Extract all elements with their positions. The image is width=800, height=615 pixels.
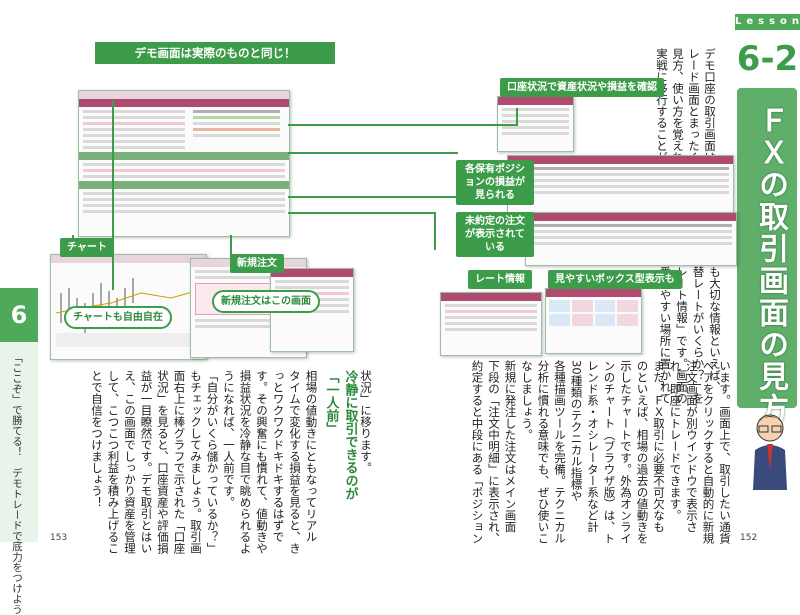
- right-body-line: なしましょう。: [520, 360, 534, 441]
- right-body-line: 下段の「注文中明細」に表示され、: [487, 360, 501, 544]
- position-status-screenshot: [507, 155, 734, 215]
- right-body-line: れ、即座にトレードできます。: [668, 360, 683, 521]
- right-body-line: また、ＦＸ取引に必要不可欠なも: [652, 360, 666, 533]
- callout-account-status: 口座状況で資産状況や損益を確認: [500, 78, 664, 97]
- lesson-number: 6-2: [736, 39, 799, 79]
- left-body-line: 状況」に移ります。: [359, 370, 373, 474]
- businessman-illustration: [753, 414, 787, 490]
- lesson-label: Lesson: [735, 14, 800, 30]
- callout-new-order-screen: 新規注文はこの画面: [212, 290, 320, 313]
- rate-info-screenshot: [440, 292, 542, 356]
- left-body-line: 面右上に棒グラフで示された「口座: [172, 370, 187, 554]
- headline-banner: デモ画面は実際のものと同じ！: [95, 42, 335, 64]
- unfilled-orders-screenshot: [525, 212, 737, 266]
- left-body-line: 状況」を見ると、口座資産や評価損: [156, 370, 170, 554]
- lesson-title-panel: [737, 88, 797, 408]
- section-heading: 「一人前」: [323, 370, 339, 435]
- page-number-left: 153: [50, 533, 68, 543]
- callout-chart: チャート: [60, 238, 114, 257]
- callout-box-display: 見やすいボックス型表示も: [548, 270, 682, 289]
- lesson-title: ＦＸの取引画面の見方: [753, 105, 788, 425]
- left-body-line: す。その興奮にも慣れて、値動きや: [255, 370, 269, 554]
- left-body-line: 益が一目瞭然です。デモ取引とはい: [139, 370, 154, 554]
- callout-rate-info: レート情報: [468, 270, 532, 289]
- left-body-line: っとワクワクドキドキするはずで: [271, 370, 286, 543]
- chapter-strip: [0, 342, 38, 542]
- right-body-line: ペアをクリックすると自動的に新規: [701, 360, 716, 544]
- left-body-line: 相場の値動きにともなってリアル: [304, 370, 319, 543]
- box-rate-screenshot: [545, 288, 642, 354]
- right-body-line: 各種描画ツールを完備。テクニカル: [553, 360, 567, 544]
- left-body-line: とで自信をつけましょう！: [90, 370, 104, 508]
- right-body-line: 30種類のテクニカル指標や: [569, 360, 584, 502]
- left-body-line: うになれば、一人前です。: [222, 370, 236, 508]
- left-body-line: 「自分がいくら儲かっているか？」: [205, 370, 220, 554]
- right-body-line: 「今、為替レートがいくらか？」を: [691, 220, 706, 404]
- left-body-line: タイムで変化する損益を見ると、き: [288, 370, 302, 554]
- right-body-line: レンド系・オシレーター系など計: [586, 360, 600, 533]
- main-trading-screenshot: [78, 90, 290, 237]
- callout-new-order: 新規注文: [230, 254, 284, 273]
- left-body-line: もチェックしてみましょう。取引画: [189, 370, 203, 554]
- right-body-line: 新規に発注した注文はメイン画面: [503, 360, 518, 533]
- right-body-line: います。画面上で、取引したい通貨: [718, 360, 732, 544]
- chapter-caption: 「ここぞ」で勝てる！ デモトレードで底力をつけよう: [11, 352, 23, 615]
- section-heading: 冷静に取引できるのが: [342, 370, 358, 500]
- callout-positions: 各保有ポジションの損益が見られる: [456, 160, 534, 205]
- left-body-line: え、この画面でしっかり資産を管理: [123, 370, 137, 554]
- right-body-line: のといえば、相場の過去の値動きを: [635, 360, 650, 544]
- right-body-line: 約定すると中段にある「ポジション: [470, 360, 485, 544]
- page-number-right: 152: [740, 533, 758, 543]
- chapter-number-tab: 6: [0, 288, 38, 342]
- right-body-line: 示した「レート情報」です。画面の: [675, 220, 689, 404]
- right-body-line: 中でも一番見やすい場所に置かれて: [658, 220, 673, 404]
- right-body-line: 分析に慣れる意味でも、ぜひ使いこ: [536, 360, 551, 544]
- right-body-line: 注文画面が別ウインドウで表示さ: [685, 360, 699, 533]
- left-body-line: 損益状況を冷静な目で眺められるよ: [238, 370, 253, 554]
- right-body-line: 示したチャートです。外為オンライ: [619, 360, 633, 544]
- right-body-line: ンのチャート（ブラウザ版）は、ト: [602, 360, 617, 544]
- callout-chart-free: チャートも自由自在: [64, 306, 172, 329]
- callout-unfilled-orders: 未約定の注文が表示されている: [456, 212, 534, 257]
- left-body-line: して、こつこつ利益を積み上げるこ: [106, 370, 121, 554]
